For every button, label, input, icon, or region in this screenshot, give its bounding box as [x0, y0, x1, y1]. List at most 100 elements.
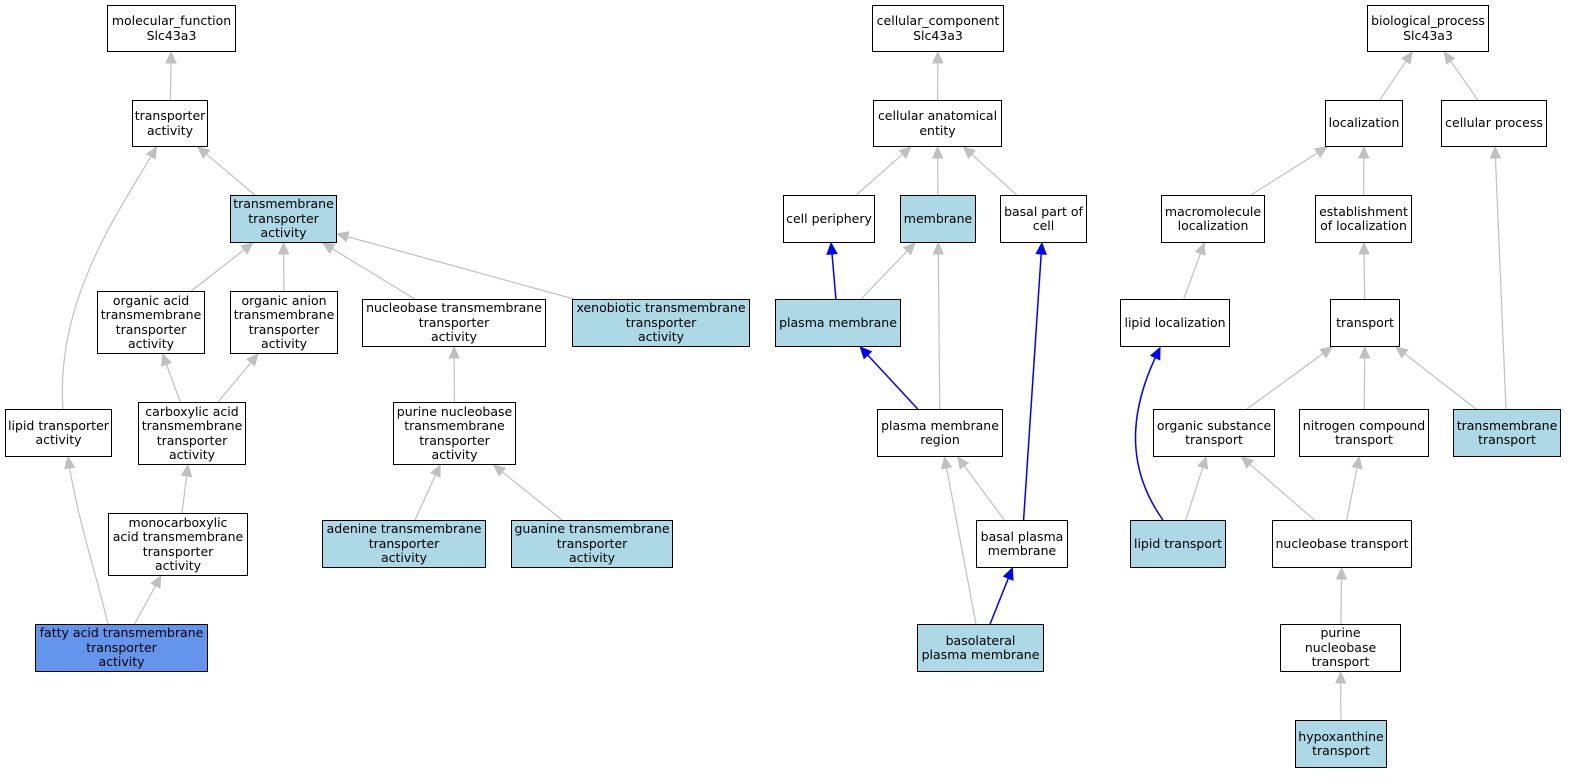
- edge-pm-to-cp: [831, 252, 837, 300]
- go-term-node-pnbtta[interactable]: purine nucleobase transmembrane transpor…: [393, 402, 516, 465]
- edge-cp-to-cae: [855, 153, 904, 196]
- go-term-label: xenobiotic transmembrane transporter act…: [576, 300, 746, 345]
- go-term-node-bpc[interactable]: basal part of cell: [1000, 195, 1087, 243]
- arrowhead-ta-to-mf: [165, 50, 177, 64]
- edge-catta-to-oatta: [165, 363, 181, 403]
- go-term-node-cp[interactable]: cell periphery: [783, 195, 875, 243]
- go-term-node-nbt[interactable]: nucleobase transport: [1272, 520, 1412, 568]
- go-term-label: macromolecule localization: [1164, 203, 1262, 233]
- go-term-label: fatty acid transmembrane transporter act…: [39, 625, 204, 670]
- go-term-node-cproc[interactable]: cellular process: [1441, 100, 1547, 147]
- arrowhead-pm-to-mem: [902, 242, 916, 256]
- go-term-node-oatta[interactable]: organic acid transmembrane transporter a…: [97, 291, 205, 354]
- go-term-label: transporter activity: [134, 108, 206, 138]
- go-term-label: cellular anatomical entity: [877, 108, 998, 138]
- arrowhead-pmr-to-mem: [932, 241, 945, 255]
- go-term-node-ost[interactable]: organic substance transport: [1153, 409, 1275, 457]
- go-term-node-blpm[interactable]: basolateral plasma membrane: [917, 624, 1044, 672]
- go-term-label: purine nucleobase transport: [1304, 625, 1377, 670]
- edge-xtta-to-tta: [346, 235, 575, 300]
- go-term-node-eloc[interactable]: establishment of localization: [1315, 195, 1412, 243]
- arrowhead-mem-to-cae: [931, 145, 944, 159]
- edge-catta-to-oantta: [217, 361, 252, 403]
- go-term-node-pnbt[interactable]: purine nucleobase transport: [1280, 624, 1401, 672]
- go-term-label: monocarboxylic acid transmembrane transp…: [112, 514, 244, 573]
- go-term-node-lta[interactable]: lipid transporter activity: [5, 409, 112, 457]
- arrowhead-blpm-to-bpm: [1002, 566, 1014, 581]
- arrowhead-loc-to-bp: [1400, 50, 1413, 65]
- go-term-node-bp[interactable]: biological_process Slc43a3: [1367, 5, 1489, 52]
- go-term-node-loc[interactable]: localization: [1325, 100, 1403, 147]
- go-term-label: basal plasma membrane: [980, 528, 1064, 558]
- edge-lta-to-ta: [61, 152, 154, 410]
- go-term-node-fatta[interactable]: fatty acid transmembrane transporter act…: [35, 624, 208, 672]
- go-term-label: cell periphery: [786, 210, 872, 226]
- go-term-label: biological_process Slc43a3: [1371, 13, 1485, 43]
- edge-lt-to-lloc: [1134, 353, 1164, 521]
- go-term-node-mem[interactable]: membrane: [900, 195, 976, 243]
- edge-fatta-to-mcatta: [134, 584, 157, 625]
- go-term-label: basolateral plasma membrane: [921, 632, 1040, 662]
- edge-tta-to-ta: [205, 152, 256, 196]
- arrowhead-oatta-to-tta: [240, 242, 254, 255]
- edge-lloc-to-mloc: [1183, 252, 1202, 300]
- go-term-node-pm[interactable]: plasma membrane: [775, 299, 901, 347]
- arrowhead-blpm-to-pmr: [940, 455, 953, 470]
- arrowhead-mloc-to-loc: [1314, 146, 1328, 159]
- go-term-label: plasma membrane region: [881, 417, 999, 447]
- edge-loc-to-bp: [1379, 59, 1408, 101]
- go-term-label: establishment of localization: [1319, 203, 1408, 233]
- arrowhead-hxt-to-pnbt: [1334, 670, 1347, 684]
- go-term-node-tr[interactable]: transport: [1330, 299, 1400, 347]
- edge-pnbt-to-nbt: [1340, 577, 1343, 625]
- edge-fatta-to-lta: [68, 463, 109, 625]
- go-term-label: nucleobase transmembrane transporter act…: [366, 300, 542, 345]
- go-term-node-bpm[interactable]: basal plasma membrane: [976, 520, 1068, 568]
- go-term-node-hxt[interactable]: hypoxanthine transport: [1295, 720, 1387, 768]
- go-term-node-oantta[interactable]: organic anion transmembrane transporter …: [230, 291, 338, 354]
- arrowhead-tr-to-eloc: [1358, 241, 1370, 255]
- go-term-node-lt[interactable]: lipid transport: [1130, 520, 1226, 568]
- go-term-node-gtta[interactable]: guanine transmembrane transporter activi…: [511, 520, 673, 568]
- go-term-label: organic acid transmembrane transporter a…: [100, 292, 202, 351]
- go-term-node-ta[interactable]: transporter activity: [132, 100, 208, 147]
- go-term-node-mf[interactable]: molecular_function Slc43a3: [107, 5, 236, 52]
- go-term-node-tmt[interactable]: transmembrane transport: [1453, 409, 1561, 457]
- arrowhead-pnbtta-to-nbtta: [448, 345, 460, 359]
- go-term-node-lloc[interactable]: lipid localization: [1120, 299, 1230, 347]
- go-term-node-atta[interactable]: adenine transmembrane transporter activi…: [322, 520, 486, 568]
- arrowhead-ost-to-tr: [1319, 346, 1334, 359]
- arrowhead-cproc-to-bp: [1443, 51, 1456, 65]
- arrowhead-mcatta-to-catta: [180, 463, 193, 478]
- go-term-node-catta[interactable]: carboxylic acid transmembrane transporte…: [138, 402, 246, 465]
- go-term-node-mcatta[interactable]: monocarboxylic acid transmembrane transp…: [108, 513, 248, 576]
- go-term-node-xtta[interactable]: xenobiotic transmembrane transporter act…: [572, 299, 750, 347]
- arrowhead-cae-to-cc: [932, 50, 944, 64]
- edge-nbtta-to-tta: [331, 247, 415, 300]
- go-term-node-cc[interactable]: cellular_component Slc43a3: [872, 5, 1004, 52]
- go-term-node-nbtta[interactable]: nucleobase transmembrane transporter act…: [362, 299, 546, 347]
- arrowhead-nct-to-tr: [1358, 345, 1371, 359]
- go-term-node-pmr[interactable]: plasma membrane region: [877, 409, 1003, 457]
- arrowhead-tta-to-ta: [197, 146, 211, 159]
- edge-bpm-to-pmr: [963, 464, 1005, 521]
- go-term-label: membrane: [903, 210, 973, 226]
- edge-atta-to-pnbtta: [414, 473, 437, 521]
- edge-gtta-to-pnbtta: [501, 470, 563, 521]
- go-term-label: nitrogen compound transport: [1302, 417, 1426, 447]
- go-term-label: lipid transporter activity: [8, 417, 109, 447]
- go-term-node-tta[interactable]: transmembrane transporter activity: [230, 195, 337, 243]
- go-term-label: transport: [1336, 314, 1394, 330]
- go-term-label: adenine transmembrane transporter activi…: [326, 521, 482, 566]
- go-term-node-nct[interactable]: nitrogen compound transport: [1299, 409, 1429, 457]
- go-term-node-mloc[interactable]: macromolecule localization: [1161, 195, 1265, 243]
- edge-lt-to-ost: [1185, 466, 1204, 521]
- go-term-label: localization: [1328, 115, 1400, 131]
- go-term-node-cae[interactable]: cellular anatomical entity: [873, 100, 1002, 147]
- edge-mloc-to-loc: [1250, 151, 1319, 196]
- go-term-label: guanine transmembrane transporter activi…: [514, 521, 670, 566]
- go-term-label: carboxylic acid transmembrane transporte…: [141, 403, 243, 462]
- arrowhead-oantta-to-tta: [277, 241, 290, 255]
- arrowhead-bpc-to-cae: [962, 146, 976, 159]
